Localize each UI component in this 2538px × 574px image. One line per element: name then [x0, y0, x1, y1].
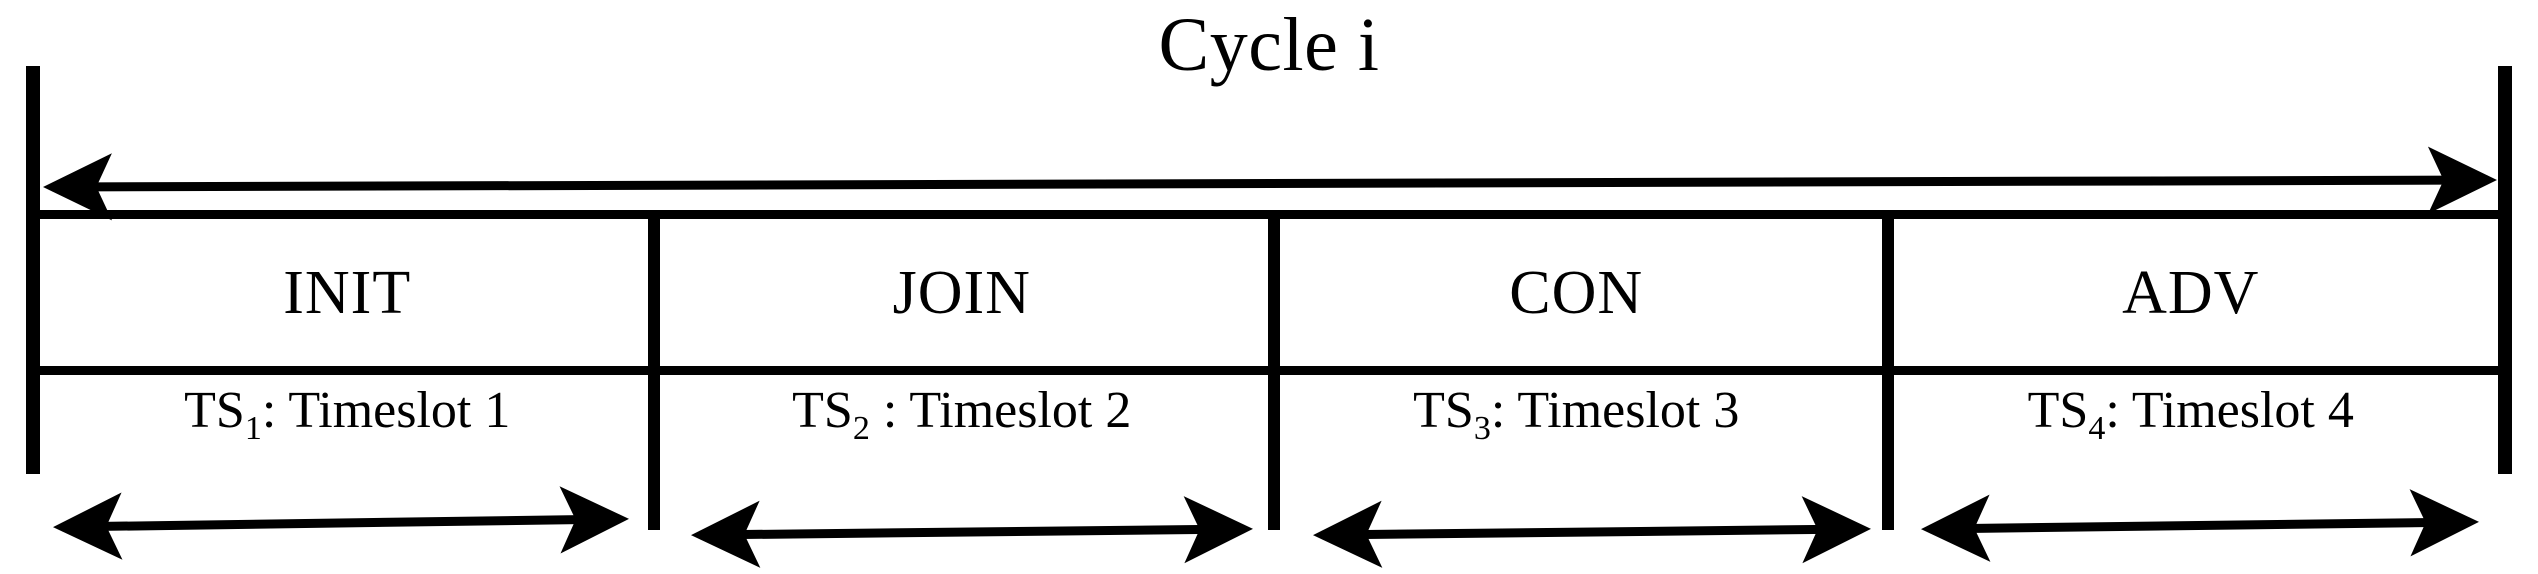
phase-label-adv: ADV [2122, 258, 2260, 327]
phase-row: INIT JOIN CON ADV [40, 219, 2498, 366]
timeslot-row: TS1: Timeslot 1 TS2 : Timeslot 2 TS3: Ti… [40, 376, 2498, 476]
phase-cell-init: INIT [40, 219, 655, 366]
timeslot-cell-3: TS3: Timeslot 3 [1269, 376, 1884, 476]
phase-cell-join: JOIN [655, 219, 1270, 366]
timeslot-subscript-4: 4 [2088, 410, 2106, 447]
phase-label-init: INIT [283, 258, 412, 327]
timeslot-subscript-3: 3 [1473, 410, 1491, 447]
divider-join-con [1268, 212, 1280, 530]
timeslot-cell-1: TS1: Timeslot 1 [40, 376, 655, 476]
cycle-span-arrow [43, 146, 2497, 221]
page-title: Cycle i [1158, 3, 1380, 87]
phase-label-join: JOIN [892, 258, 1031, 327]
timeslot-label-3: TS3: Timeslot 3 [1413, 382, 1740, 447]
timeslot-2-arrow [691, 496, 1253, 568]
timeslot-label-2: TS2 : Timeslot 2 [792, 382, 1132, 447]
timeslot-label-1: TS1: Timeslot 1 [184, 382, 511, 447]
timeslot-4-arrow [1921, 489, 2479, 562]
timeslot-subscript-2: 2 [852, 410, 870, 447]
timeslot-subscript-1: 1 [244, 410, 262, 447]
timeslot-1-arrow [53, 486, 629, 560]
timeslot-3-arrow [1313, 496, 1871, 568]
timeslot-label-4: TS4: Timeslot 4 [2027, 382, 2354, 447]
divider-init-join [648, 212, 660, 530]
divider-con-adv [1882, 212, 1894, 530]
phase-label-con: CON [1509, 258, 1644, 327]
timeslot-cell-4: TS4: Timeslot 4 [1884, 376, 2499, 476]
phase-cell-con: CON [1269, 219, 1884, 366]
cycle-end-bar [2498, 66, 2512, 474]
timeslot-cell-2: TS2 : Timeslot 2 [655, 376, 1270, 476]
phase-cell-adv: ADV [1884, 219, 2499, 366]
cycle-start-bar [26, 66, 40, 474]
